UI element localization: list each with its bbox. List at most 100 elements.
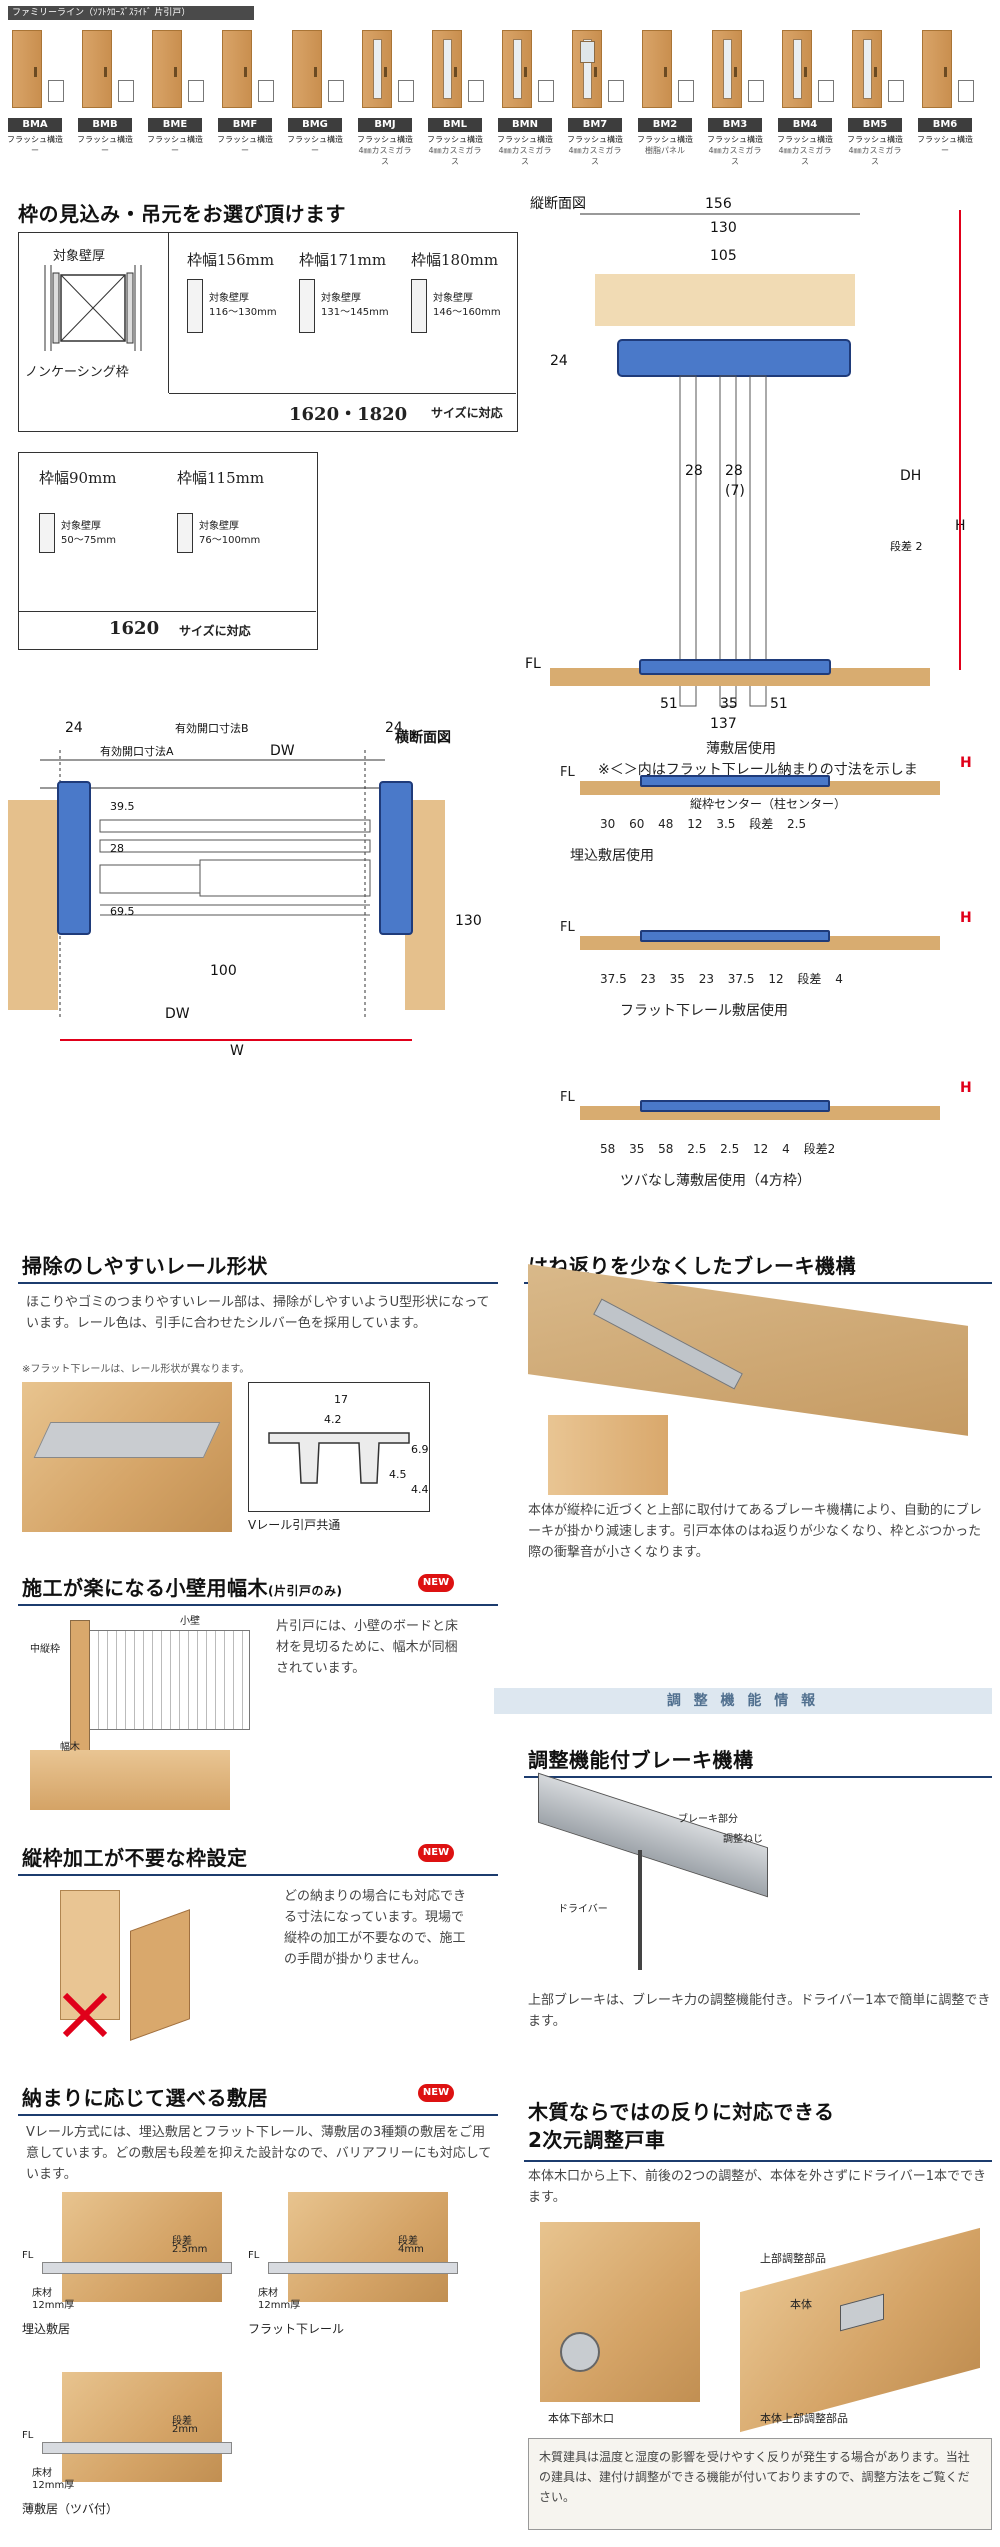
glass-panel [443, 39, 452, 99]
door-thumbnail-BML [432, 30, 462, 108]
floor-label: 床材 [32, 2468, 52, 2479]
roller-body: 本体木口から上下、前後の2つの調整が、本体を外さずにドライバー1本でできます。 [528, 2169, 987, 2205]
size-note-2: 1620 サイズに対応 [19, 611, 316, 649]
sill-caption: 埋込敷居使用 [570, 848, 654, 864]
height-mark: H [960, 910, 972, 926]
door-option: 4㎜カスミガラス [358, 146, 412, 166]
glass-panel [723, 39, 732, 99]
handle-icon [804, 67, 807, 77]
baseboard-diagram: 中縦枠 小壁 幅木 [30, 1616, 260, 1820]
dim-24-v: 24 [550, 353, 568, 369]
rail-note: ※フラット下レールは、レール形状が異なります。 [22, 1364, 250, 1375]
handle-icon [384, 67, 387, 77]
frame-width-label: 枠幅180mm [411, 251, 499, 269]
frame-setting-rule [18, 1874, 498, 1876]
door-code: BM5 [848, 118, 902, 132]
roller-title-line2: 2次元調整戸車 [528, 2128, 666, 2152]
handle-icon [244, 67, 247, 77]
new-badge-3: NEW [418, 2084, 454, 2102]
frame-width-label: 枠幅90mm [39, 469, 117, 487]
dim-28: 28 [110, 842, 124, 855]
dim-130: 130 [455, 913, 482, 929]
rail-title-rule [18, 1282, 498, 1284]
glass-panel [793, 39, 802, 99]
height-mark: H [960, 755, 972, 771]
hardware-icon [48, 80, 64, 102]
baseboard-title: 施工が楽になる小壁用幅木(片引戸のみ) [22, 1572, 342, 1601]
rail-diagram-caption: Vレール引戸共通 [248, 1518, 341, 1532]
door-bottom [288, 2192, 448, 2302]
dim-28-b: 28 [725, 463, 743, 479]
baseboard-piece [30, 1750, 230, 1810]
door-bottom [62, 2372, 222, 2482]
rail-body: ほこりやゴミのつまりやすいレール部は、掃除がしやすいようU型形状になっています。… [26, 1295, 490, 1331]
wall-thickness-label: 対象壁厚 [53, 249, 106, 264]
step-label: 段差 [172, 2416, 192, 2427]
height-mark: H [960, 1080, 972, 1096]
frame-width-label: 枠幅115mm [177, 469, 265, 487]
step-label: 段差 [398, 2236, 418, 2247]
sill-photo-caption: 薄敷居（ツバ付） [22, 2502, 119, 2516]
glass-panel [583, 39, 592, 99]
door-code: BMA [8, 118, 62, 132]
door-spec: フラッシュ構造 [287, 135, 343, 144]
door-code: BM2 [638, 118, 692, 132]
dim-39-5: 39.5 [110, 800, 135, 813]
new-badge-2: NEW [418, 1844, 454, 1862]
door-thumbnail-BMJ [362, 30, 392, 108]
handle-icon [34, 67, 37, 77]
fl-label: FL [22, 2430, 34, 2441]
floor-thickness: 12mm厚 [258, 2300, 301, 2311]
door-code: BM3 [708, 118, 762, 132]
door-option: 4㎜カスミガラス [848, 146, 902, 166]
dim-dw-top: DW [270, 743, 295, 759]
hardware-icon [818, 80, 834, 102]
door-option: 4㎜カスミガラス [708, 146, 762, 166]
floor-label: FL [525, 656, 541, 672]
dim-69-5: 69.5 [110, 905, 135, 918]
roller-bottom-photo [540, 2222, 700, 2402]
dim-eff-a: 有効開口寸法A [100, 744, 174, 758]
glass-panel [373, 39, 382, 99]
frame-setting-body: どの納まりの場合にも対応できる寸法になっています。現場で縦枠の加工が不要なので、… [284, 1889, 467, 1967]
sill-profile [640, 1100, 830, 1112]
glass-panel [863, 39, 872, 99]
door-code: BML [428, 118, 482, 132]
hardware-icon [608, 80, 624, 102]
door-spec: フラッシュ構造 [357, 135, 413, 144]
door-spec: フラッシュ構造 [847, 135, 903, 144]
step-value: 2mm [172, 2424, 198, 2435]
door-spec: フラッシュ構造 [637, 135, 693, 144]
door-spec: フラッシュ構造 [777, 135, 833, 144]
baseboard-title-suffix: (片引戸のみ) [268, 1584, 343, 1598]
dim-step-2: 段差 2 [890, 539, 923, 553]
sill-profile [640, 775, 830, 787]
door-thumbnail-BMB [82, 30, 112, 108]
center-label: 縦枠センター（柱センター） [690, 797, 847, 811]
hardware-icon [748, 80, 764, 102]
adj-brake-body: 上部ブレーキは、ブレーキ力の調整機能付き。ドライバー1本で簡単に調整できます。 [528, 1993, 991, 2029]
dim-35: 35 [720, 696, 738, 712]
door-spec: フラッシュ構造 [147, 135, 203, 144]
sill-photo-caption: 埋込敷居 [22, 2322, 71, 2336]
noncasing-cell: 対象壁厚 ノンケーシング枠 [19, 233, 169, 393]
rail-dim-4-5: 4.5 [389, 1468, 407, 1481]
rail-strip [42, 2262, 232, 2274]
door-code: BM6 [918, 118, 972, 132]
door-code: BMB [78, 118, 132, 132]
glass-panel [513, 39, 522, 99]
adj-brake-title-rule [524, 1776, 992, 1778]
label-center-frame: 中縦枠 [30, 1644, 60, 1655]
dim-137: 137 [710, 716, 737, 730]
dim-156: 156 [705, 196, 732, 212]
door-option: ー [171, 146, 179, 155]
size-note-sizes: 1620・1820 [289, 404, 408, 425]
door-thumbnail-BME [152, 30, 182, 108]
frame-setting-title: 縦枠加工が不要な枠設定 [22, 1846, 248, 1870]
horizontal-section-drawing: 横断面図 W DW 100 24 有効開口寸法B 24 有効開口寸法A DW 1… [8, 720, 482, 1059]
hardware-icon [888, 80, 904, 102]
door-thumbnail-BM7 [572, 30, 602, 108]
